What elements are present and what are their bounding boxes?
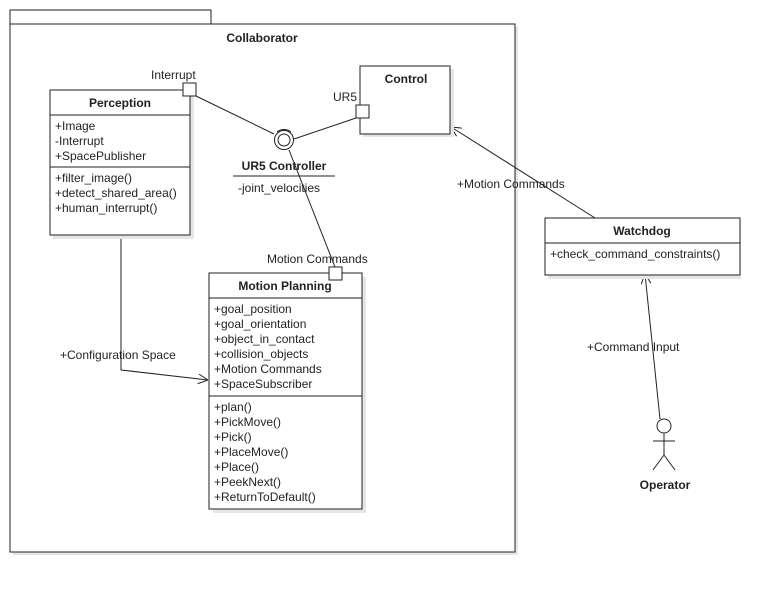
connectors [120, 95, 661, 420]
perception-attribute: -Interrupt [55, 134, 104, 148]
perception-attribute: +Image [55, 119, 96, 133]
control-ur5-port[interactable]: UR5 [333, 90, 370, 119]
operator-title: Operator [640, 478, 691, 492]
watchdog-class[interactable]: Watchdog +check_command_constraints() [544, 217, 741, 279]
package-title: Collaborator [226, 31, 298, 45]
ur5-controller[interactable]: UR5 Controller -joint_velocities [233, 128, 335, 195]
perception-operation: +human_interrupt() [55, 201, 157, 215]
configuration-space-label: +Configuration Space [60, 348, 176, 362]
interface-socket-icon [276, 128, 292, 133]
motion-commands-port-label: Motion Commands [267, 252, 368, 266]
command-input-label: +Command Input [587, 340, 680, 354]
perception-operation: +detect_shared_area() [55, 186, 177, 200]
interrupt-port-label: Interrupt [151, 68, 196, 82]
control-class[interactable]: Control [359, 65, 454, 137]
motion-planning-attribute: +SpaceSubscriber [214, 377, 312, 391]
motion-planning-operation: +PeekNext() [214, 475, 281, 489]
ur5-controller-attribute: -joint_velocities [238, 181, 320, 195]
motion-planning-attribute: +goal_position [214, 302, 292, 316]
motion-planning-operation: +plan() [214, 400, 252, 414]
perception-interrupt-port[interactable]: Interrupt [151, 68, 197, 97]
motion-planning-attribute: +Motion Commands [214, 362, 322, 376]
perception-attribute: +SpacePublisher [55, 149, 146, 163]
operator-actor[interactable]: Operator [640, 418, 691, 492]
perception-operation: +filter_image() [55, 171, 132, 185]
motion-planning-operation: +Pick() [214, 430, 252, 444]
controller-to-control-line [293, 117, 357, 140]
motion-planning-attribute: +goal_orientation [214, 317, 306, 331]
motion-planning-attribute: +collision_objects [214, 347, 308, 361]
ur5-controller-title: UR5 Controller [242, 159, 327, 173]
motion-commands-label: +Motion Commands [457, 177, 565, 191]
package-tab [9, 9, 212, 25]
motion-planning-port[interactable]: Motion Commands [267, 252, 368, 281]
motion-planning-operation: +ReturnToDefault() [214, 490, 316, 504]
control-title: Control [385, 72, 428, 86]
controller-to-motion-planning-line [288, 149, 336, 268]
interrupt-to-controller-line [195, 95, 275, 135]
actor-head-icon [656, 418, 672, 434]
motion-planning-operation: +PlaceMove() [214, 445, 288, 459]
watchdog-operation: +check_command_constraints() [550, 247, 720, 261]
interface-ball-icon [274, 130, 294, 150]
motion-commands-edge [451, 127, 596, 219]
motion-planning-attribute: +object_in_contact [214, 332, 315, 346]
motion-planning-operation: +Place() [214, 460, 259, 474]
motion-planning-title: Motion Planning [238, 279, 331, 293]
perception-class[interactable]: Perception +Image -Interrupt +SpacePubli… [49, 89, 194, 239]
ur5-port-label: UR5 [333, 90, 357, 104]
watchdog-title: Watchdog [613, 224, 671, 238]
motion-planning-class[interactable]: Motion Planning +goal_position +goal_ori… [208, 272, 366, 513]
configuration-space-edge [120, 236, 208, 380]
command-input-edge [645, 274, 661, 420]
perception-title: Perception [89, 96, 151, 110]
motion-planning-operation: +PickMove() [214, 415, 281, 429]
